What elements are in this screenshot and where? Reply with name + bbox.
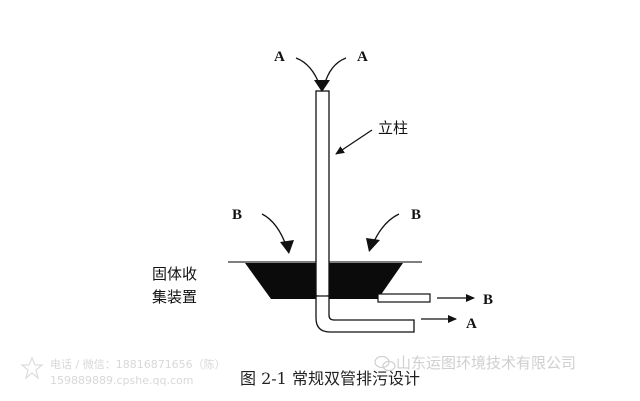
label-a-top-right: A: [357, 49, 368, 65]
label-outlet-a: A: [466, 316, 477, 332]
label-outlet-b: B: [483, 292, 493, 308]
watermark-company: 山东运图环境技术有限公司: [396, 354, 576, 372]
outlet-pipe-b: [377, 293, 431, 303]
column-label-pointer: [335, 129, 373, 155]
label-b-left: B: [232, 207, 242, 223]
column-pipe-lower: [318, 263, 327, 296]
figure-caption: 图 2-1 常规双管排污设计: [240, 369, 420, 388]
wechat-icon: [374, 355, 396, 372]
flow-arrow-b-right-head: [366, 238, 380, 252]
label-column: 立柱: [378, 119, 408, 137]
flow-arrow-b-left-head: [280, 240, 294, 254]
label-solid-collector-1: 固体收: [152, 265, 197, 283]
label-a-top-left: A: [274, 49, 285, 65]
star-logo-icon: [20, 356, 44, 380]
watermark-site: 159889889.cpshe.qq.com: [50, 374, 193, 387]
label-solid-collector-2: 集装置: [152, 288, 197, 306]
flow-arrow-a-head: [314, 80, 330, 92]
watermark: 电话 / 微信：18816871656（陈） 159889889.cpshe.q…: [20, 354, 576, 387]
label-b-right: B: [411, 207, 421, 223]
watermark-phone: 电话 / 微信：18816871656（陈）: [50, 357, 226, 371]
outlet-pipe-a: [315, 295, 415, 333]
